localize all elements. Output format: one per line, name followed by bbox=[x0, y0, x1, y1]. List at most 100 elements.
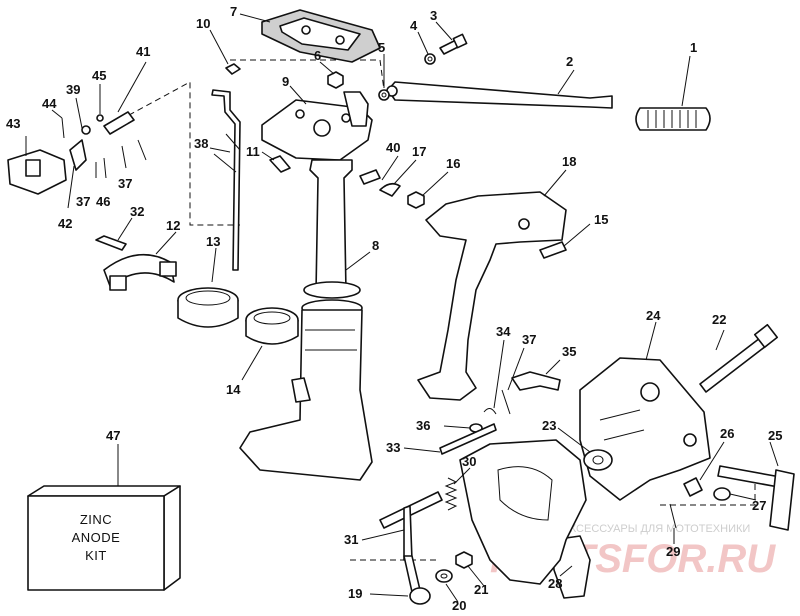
label-11: 11 bbox=[246, 144, 260, 159]
label-19: 19 bbox=[348, 586, 362, 601]
label-16: 16 bbox=[446, 156, 460, 171]
label-38: 38 bbox=[194, 136, 208, 151]
label-27: 27 bbox=[752, 498, 766, 513]
label-40: 40 bbox=[386, 140, 400, 155]
label-18: 18 bbox=[562, 154, 576, 169]
part-13-bushing bbox=[177, 287, 239, 328]
part-27-washer bbox=[713, 487, 731, 501]
part-46-pin bbox=[103, 157, 107, 179]
part-21-nut bbox=[455, 551, 473, 569]
label-6: 6 bbox=[314, 48, 321, 63]
part-18-swivel-bracket bbox=[417, 191, 567, 401]
part-33-pin bbox=[439, 423, 497, 455]
label-13: 13 bbox=[206, 234, 220, 249]
part-5-washer bbox=[378, 89, 390, 101]
label-46: 46 bbox=[96, 194, 110, 209]
label-17: 17 bbox=[412, 144, 426, 159]
part-9-upper-housing bbox=[261, 91, 373, 161]
label-47: 47 bbox=[106, 428, 120, 443]
part-10-screw bbox=[225, 63, 241, 75]
part-11-screw bbox=[269, 155, 291, 173]
label-8: 8 bbox=[372, 238, 379, 253]
part-31-tilt-lever bbox=[379, 491, 443, 593]
part-14-mount bbox=[245, 307, 299, 345]
part-1-handle-grip bbox=[635, 107, 711, 131]
label-37-left-a: 37 bbox=[118, 176, 132, 191]
part-42-lever bbox=[69, 139, 87, 171]
label-43: 43 bbox=[6, 116, 20, 131]
label-37-right: 37 bbox=[522, 332, 536, 347]
part-41-link bbox=[103, 111, 135, 135]
label-44: 44 bbox=[42, 96, 57, 111]
part-43-lever-bracket bbox=[7, 149, 67, 195]
label-28: 28 bbox=[548, 576, 562, 591]
part-7-gasket bbox=[261, 9, 381, 63]
part-35-bracket bbox=[511, 371, 561, 391]
label-23: 23 bbox=[542, 418, 556, 433]
part-2-tiller-arm bbox=[386, 81, 613, 109]
label-15: 15 bbox=[594, 212, 608, 227]
label-4: 4 bbox=[410, 18, 418, 33]
label-35: 35 bbox=[562, 344, 576, 359]
label-2: 2 bbox=[566, 54, 573, 69]
label-22: 22 bbox=[712, 312, 726, 327]
part-8-driveshaft-housing bbox=[239, 159, 373, 481]
label-26: 26 bbox=[720, 426, 734, 441]
label-33: 33 bbox=[386, 440, 400, 455]
label-34: 34 bbox=[496, 324, 511, 339]
part-40-screw bbox=[359, 169, 381, 185]
label-10: 10 bbox=[196, 16, 210, 31]
label-14: 14 bbox=[226, 382, 241, 397]
label-25: 25 bbox=[768, 428, 782, 443]
part-20-washer bbox=[435, 569, 453, 583]
part-16-nut bbox=[407, 191, 425, 209]
label-1: 1 bbox=[690, 40, 697, 55]
part-37-cotter-pin bbox=[501, 389, 511, 415]
part-37-cotter-pins bbox=[95, 139, 147, 178]
label-7: 7 bbox=[230, 4, 237, 19]
part-22-bolt bbox=[699, 323, 779, 393]
part-47-zinc-anode-kit: ZINC ANODE KIT bbox=[27, 485, 181, 591]
label-36: 36 bbox=[416, 418, 430, 433]
label-9: 9 bbox=[282, 74, 289, 89]
assembly-guides bbox=[119, 59, 756, 561]
part-29-pin bbox=[669, 503, 677, 529]
label-24: 24 bbox=[646, 308, 661, 323]
part-17-clip bbox=[379, 182, 401, 197]
part-19-knob bbox=[409, 587, 431, 605]
label-20: 20 bbox=[452, 598, 466, 613]
label-5: 5 bbox=[378, 40, 385, 55]
part-12-clamp bbox=[103, 253, 177, 291]
part-34-pin bbox=[483, 408, 497, 415]
label-31: 31 bbox=[344, 532, 358, 547]
label-45: 45 bbox=[92, 68, 106, 83]
part-39-washer bbox=[81, 125, 91, 135]
part-24-stern-bracket bbox=[579, 357, 711, 501]
label-12: 12 bbox=[166, 218, 180, 233]
part-32-screw bbox=[95, 235, 127, 251]
label-41: 41 bbox=[136, 44, 150, 59]
part-6-nut bbox=[327, 71, 344, 89]
part-23-spacer bbox=[583, 449, 613, 471]
part-number-labels: 1 2 3 4 5 6 7 8 9 10 11 12 13 14 15 16 1… bbox=[6, 4, 782, 613]
label-21: 21 bbox=[474, 582, 488, 597]
label-30: 30 bbox=[462, 454, 476, 469]
label-29: 29 bbox=[666, 544, 680, 559]
kit-label-line3: KIT bbox=[85, 548, 107, 563]
part-25-clamp-screw bbox=[717, 465, 795, 531]
kit-label-line2: ANODE bbox=[72, 530, 121, 545]
leader-lines bbox=[25, 13, 779, 603]
part-38-rod bbox=[211, 89, 241, 271]
part-30-spring bbox=[444, 477, 458, 511]
label-32: 32 bbox=[130, 204, 144, 219]
part-15-screw bbox=[539, 241, 567, 259]
label-42: 42 bbox=[58, 216, 72, 231]
label-39: 39 bbox=[66, 82, 80, 97]
kit-label-line1: ZINC bbox=[80, 512, 112, 527]
part-45-washer bbox=[96, 114, 104, 122]
label-37-left-b: 37 bbox=[76, 194, 90, 209]
part-44-pin bbox=[61, 117, 65, 139]
part-26-screw bbox=[683, 477, 703, 497]
label-3: 3 bbox=[430, 8, 437, 23]
